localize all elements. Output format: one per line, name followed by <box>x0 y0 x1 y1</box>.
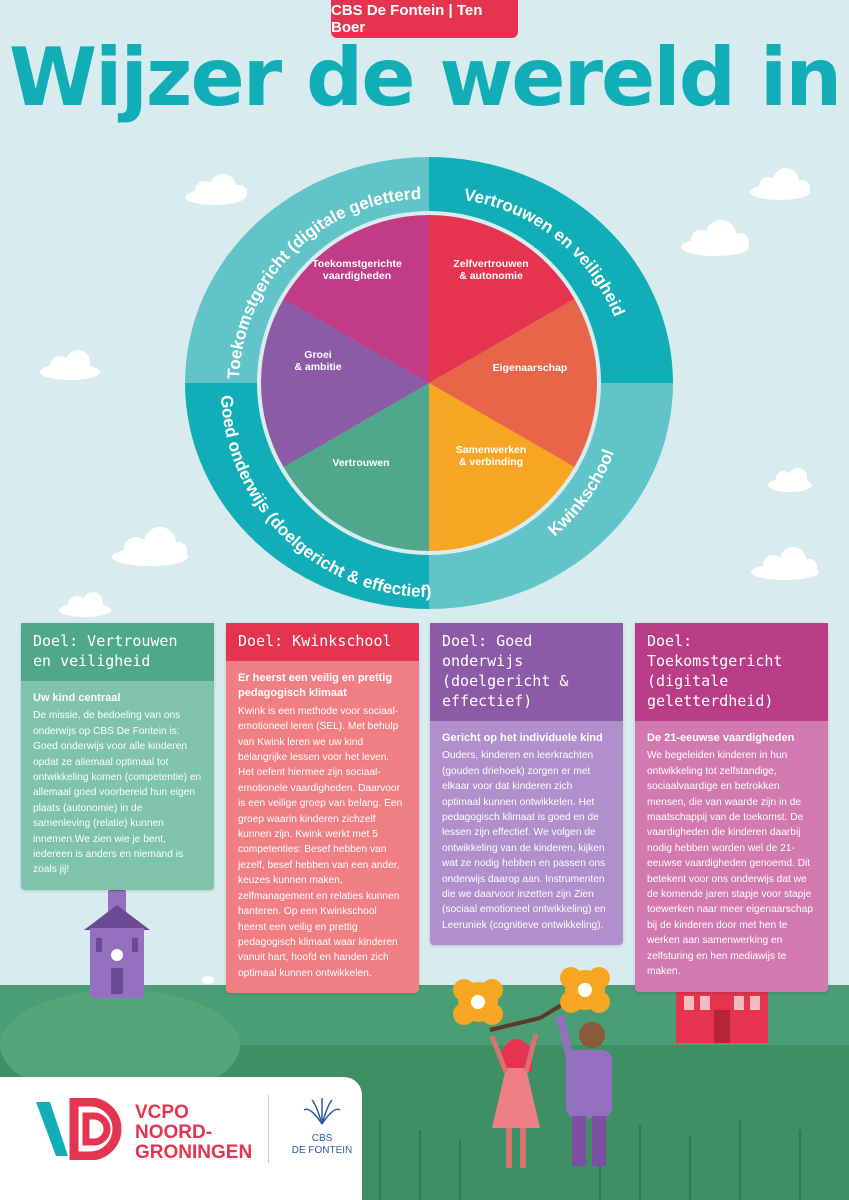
values-wheel: Toekomstgericht (digitale geletterdheid)… <box>185 157 673 609</box>
segment-vertrouwen <box>283 383 429 551</box>
card-heading: Doel: Toekomstgericht (digitale geletter… <box>635 623 828 721</box>
segment-zelfvertrouwen <box>429 215 575 383</box>
card-toekomstgericht: Doel: Toekomstgericht (digitale geletter… <box>635 623 828 992</box>
card-heading: Doel: Kwinkschool <box>226 623 419 661</box>
card-text: Kwink is een methode voor sociaal-emotio… <box>238 705 403 979</box>
segment-label-3: Eigenaarschap <box>493 362 568 374</box>
segment-samenwerken <box>429 383 575 551</box>
fountain-icon <box>303 1098 341 1125</box>
segment-label-1b: vaardigheden <box>323 270 391 282</box>
vcpo-logo-icon <box>36 1098 122 1160</box>
card-text: We begeleiden kinderen in hun ontwikkeli… <box>647 750 813 978</box>
segment-eigenaarschap <box>429 299 598 467</box>
card-text: Ouders, kinderen en leerkrachten (gouden… <box>442 750 606 931</box>
segment-label-5: Vertrouwen <box>332 457 389 469</box>
card-subtitle: De 21-eeuwse vaardigheden <box>647 732 795 744</box>
divider <box>268 1095 269 1163</box>
card-kwinkschool: Doel: Kwinkschool Er heerst een veilig e… <box>226 623 419 994</box>
card-heading: Doel: Goed onderwijs (doelgericht & effe… <box>430 623 623 721</box>
card-goed-onderwijs: Doel: Goed onderwijs (doelgericht & effe… <box>430 623 623 946</box>
segment-toekomstgerichte <box>283 215 429 383</box>
segment-label-1: Toekomstgerichte <box>312 258 402 270</box>
card-heading: Doel: Vertrouwen en veiligheid <box>21 623 214 681</box>
card-vertrouwen: Doel: Vertrouwen en veiligheid Uw kind c… <box>21 623 214 890</box>
segment-label-2b: & autonomie <box>459 270 523 282</box>
children-illustration <box>453 967 612 1168</box>
cbs-name: CBS DE FONTEIN <box>291 1133 353 1156</box>
card-subtitle: Er heerst een veilig en prettig pedagogi… <box>238 672 393 700</box>
segment-label-4: Samenwerken <box>456 444 527 456</box>
card-subtitle: Uw kind centraal <box>33 692 121 704</box>
segment-label-4b: & verbinding <box>459 456 523 468</box>
cloud-icon <box>40 168 819 617</box>
vcpo-name: VCPO NOORD- GRONINGEN <box>135 1102 253 1163</box>
card-subtitle: Gericht op het individuele kind <box>442 732 603 744</box>
card-text: De missie, de bedoeling van ons onderwij… <box>33 710 202 876</box>
segment-label-6b: & ambitie <box>294 361 341 373</box>
segment-label-2: Zelfvertrouwen <box>453 258 528 270</box>
page-title: Wijzer de wereld in <box>8 31 842 124</box>
segment-label-6: Groei <box>304 349 332 361</box>
school-badge: CBS De Fontein | Ten Boer <box>331 0 518 38</box>
segment-groei <box>260 299 429 467</box>
